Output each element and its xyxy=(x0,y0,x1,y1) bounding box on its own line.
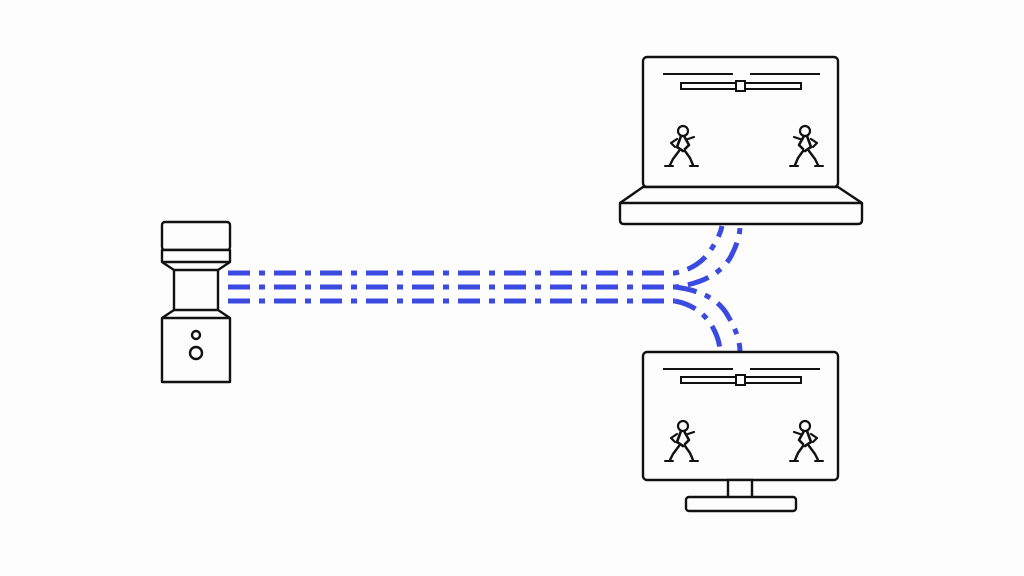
connection-line-5 xyxy=(674,298,723,353)
connection-line-2 xyxy=(228,225,743,290)
monitor-screen-game xyxy=(663,368,825,463)
server-tower-icon xyxy=(160,220,232,384)
connection-line-4 xyxy=(674,284,743,353)
monitor-icon xyxy=(641,350,840,513)
laptop-icon xyxy=(618,55,864,226)
laptop-screen-game xyxy=(663,73,825,168)
connection-line-1 xyxy=(228,225,725,276)
connection-lines xyxy=(228,225,743,353)
